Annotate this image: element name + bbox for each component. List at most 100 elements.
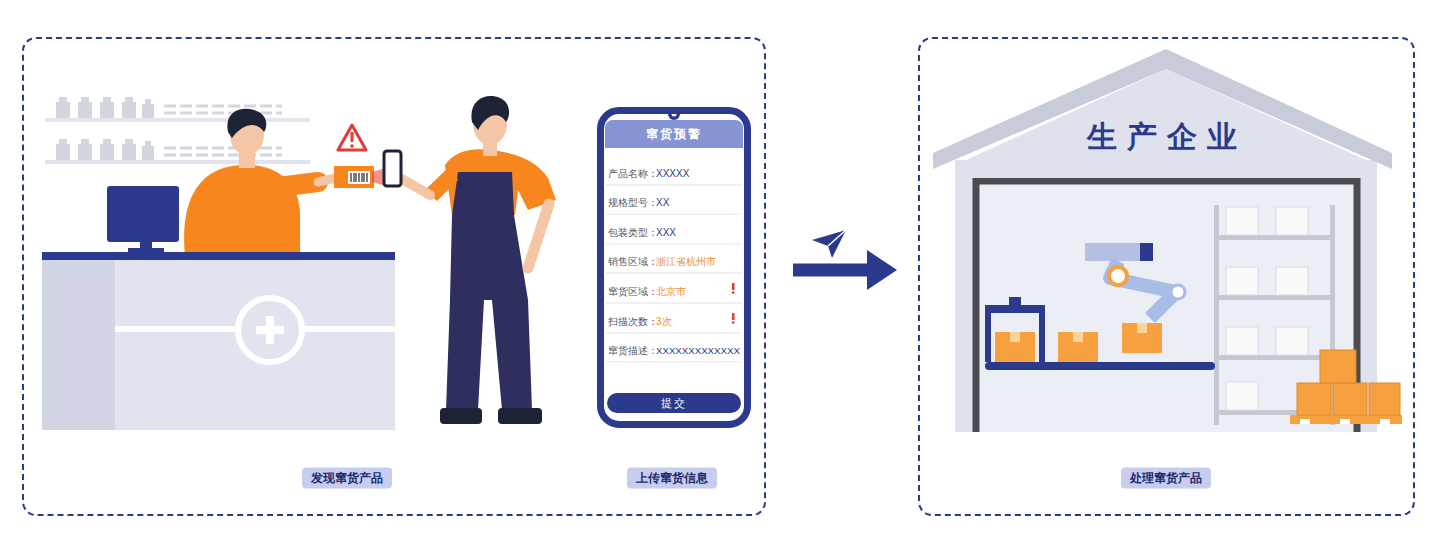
medicine-shelf	[81, 139, 89, 144]
conveyor-belt	[985, 362, 1215, 370]
field-value: XXXXXXXXXXXXX	[656, 344, 740, 358]
packing-machine	[985, 297, 1045, 362]
pharmacy-counter	[42, 259, 115, 430]
text-holder: 包装类型：	[608, 222, 658, 240]
button-label: 提交	[661, 396, 687, 410]
arrow-shaft	[793, 264, 871, 277]
warning-icon	[338, 125, 366, 150]
alert-mark	[732, 283, 735, 290]
customer-figure	[498, 408, 542, 424]
text-holder: 北京市	[656, 281, 686, 299]
field-value: 浙江省杭州市	[656, 255, 716, 269]
storage-rack	[1214, 235, 1335, 240]
pharmacist-figure	[227, 109, 266, 138]
storage-rack	[1276, 267, 1308, 295]
pharmacy-counter	[42, 259, 395, 430]
pallet-boxes	[1290, 415, 1402, 424]
scanned-product-box	[334, 166, 386, 188]
pallet-boxes	[1340, 419, 1350, 424]
phone-form: 窜货预警产品名称：XXXXX规格型号：XX包装类型：XXX销售区域：浙江省杭州市…	[597, 107, 751, 428]
phone-screen	[606, 185, 742, 186]
phone-screen	[606, 185, 742, 362]
roof-band	[933, 49, 1392, 169]
medicine-shelf	[142, 104, 154, 118]
packing-machine	[1039, 305, 1045, 362]
customer-figure	[440, 408, 482, 424]
factory-body	[955, 160, 1377, 432]
pharmacist-figure	[318, 178, 336, 182]
alert-mark	[732, 321, 735, 324]
field-value: 北京市	[656, 285, 686, 299]
pallet-boxes	[1290, 350, 1402, 424]
medicine-shelf	[103, 139, 111, 144]
storage-rack	[1276, 327, 1308, 355]
medicine-shelf	[78, 102, 92, 118]
text-holder: XXXXX	[656, 163, 689, 181]
text-holder: 扫描次数：	[608, 311, 658, 329]
medicine-shelf	[81, 97, 89, 102]
field-value: 3次	[656, 315, 672, 329]
form-title: 窜货预警	[605, 120, 743, 148]
conveyor-belt	[1058, 332, 1098, 362]
medicine-shelf	[45, 160, 310, 164]
text-holder: 发现窜货产品	[302, 468, 392, 489]
medicine-shelf	[142, 146, 154, 160]
field-label: 规格型号：	[608, 196, 658, 210]
medicine-shelf	[164, 154, 282, 157]
packing-machine	[1010, 332, 1020, 342]
medicine-shelf	[125, 97, 133, 102]
paper-plane-icon	[812, 230, 846, 258]
text-holder: 上传窜货信息	[627, 468, 717, 489]
storage-rack	[1226, 207, 1308, 410]
flow-arrow	[793, 250, 897, 290]
customer-figure	[384, 96, 556, 424]
medicine-shelf	[103, 97, 111, 102]
pallet-boxes	[1297, 383, 1331, 415]
warning-icon	[351, 132, 354, 142]
conveyor-belt	[1073, 332, 1083, 342]
text-holder: 窜货预警	[605, 120, 743, 148]
text-holder: 规格型号：	[608, 192, 658, 210]
medicine-shelf	[100, 102, 114, 118]
medicine-shelf	[45, 118, 310, 122]
robot-arm	[1171, 285, 1185, 299]
phone-screen	[606, 303, 742, 304]
roof-outline	[933, 47, 1392, 178]
scanned-product-box	[348, 171, 370, 184]
factory-roof: 生产企业	[933, 47, 1392, 178]
field-label: 窜货描述：	[608, 344, 658, 358]
medicine-shelf	[145, 141, 151, 146]
computer-monitor	[107, 186, 179, 242]
step-label: 上传窜货信息	[627, 468, 717, 489]
medicine-shelf	[78, 144, 92, 160]
field-label: 扫描次数：	[608, 315, 658, 329]
arrow-head	[867, 250, 897, 290]
pharmacist-figure	[270, 182, 318, 188]
phone-screen	[606, 333, 742, 334]
text-holder: 浙江省杭州市	[656, 251, 716, 269]
phone-screen	[600, 108, 748, 425]
paper-plane-icon	[812, 230, 846, 258]
pallet-boxes	[1320, 350, 1356, 383]
factory-body	[976, 181, 1357, 432]
packing-machine	[985, 305, 1045, 313]
text-holder: 产品名称：	[608, 163, 658, 181]
robot-arm	[1109, 267, 1127, 285]
medicine-shelf	[122, 102, 136, 118]
pharmacy-counter	[42, 252, 395, 260]
medicine-shelf	[59, 139, 67, 144]
alert-mark	[732, 291, 735, 294]
text-holder: 提交	[607, 393, 741, 413]
field-label: 包装类型：	[608, 226, 658, 240]
text-holder: XXXXXXXXXXXXX	[656, 340, 740, 358]
robot-arm	[1085, 243, 1185, 353]
medicine-shelf	[164, 112, 282, 115]
factory-body	[976, 181, 1357, 432]
pallet-boxes	[1369, 383, 1400, 415]
medicine-shelf	[59, 97, 67, 102]
robot-arm	[1137, 323, 1147, 333]
text-holder: 生产企业	[1077, 120, 1247, 154]
pallet-boxes	[1333, 383, 1367, 415]
robot-arm	[1110, 261, 1176, 318]
